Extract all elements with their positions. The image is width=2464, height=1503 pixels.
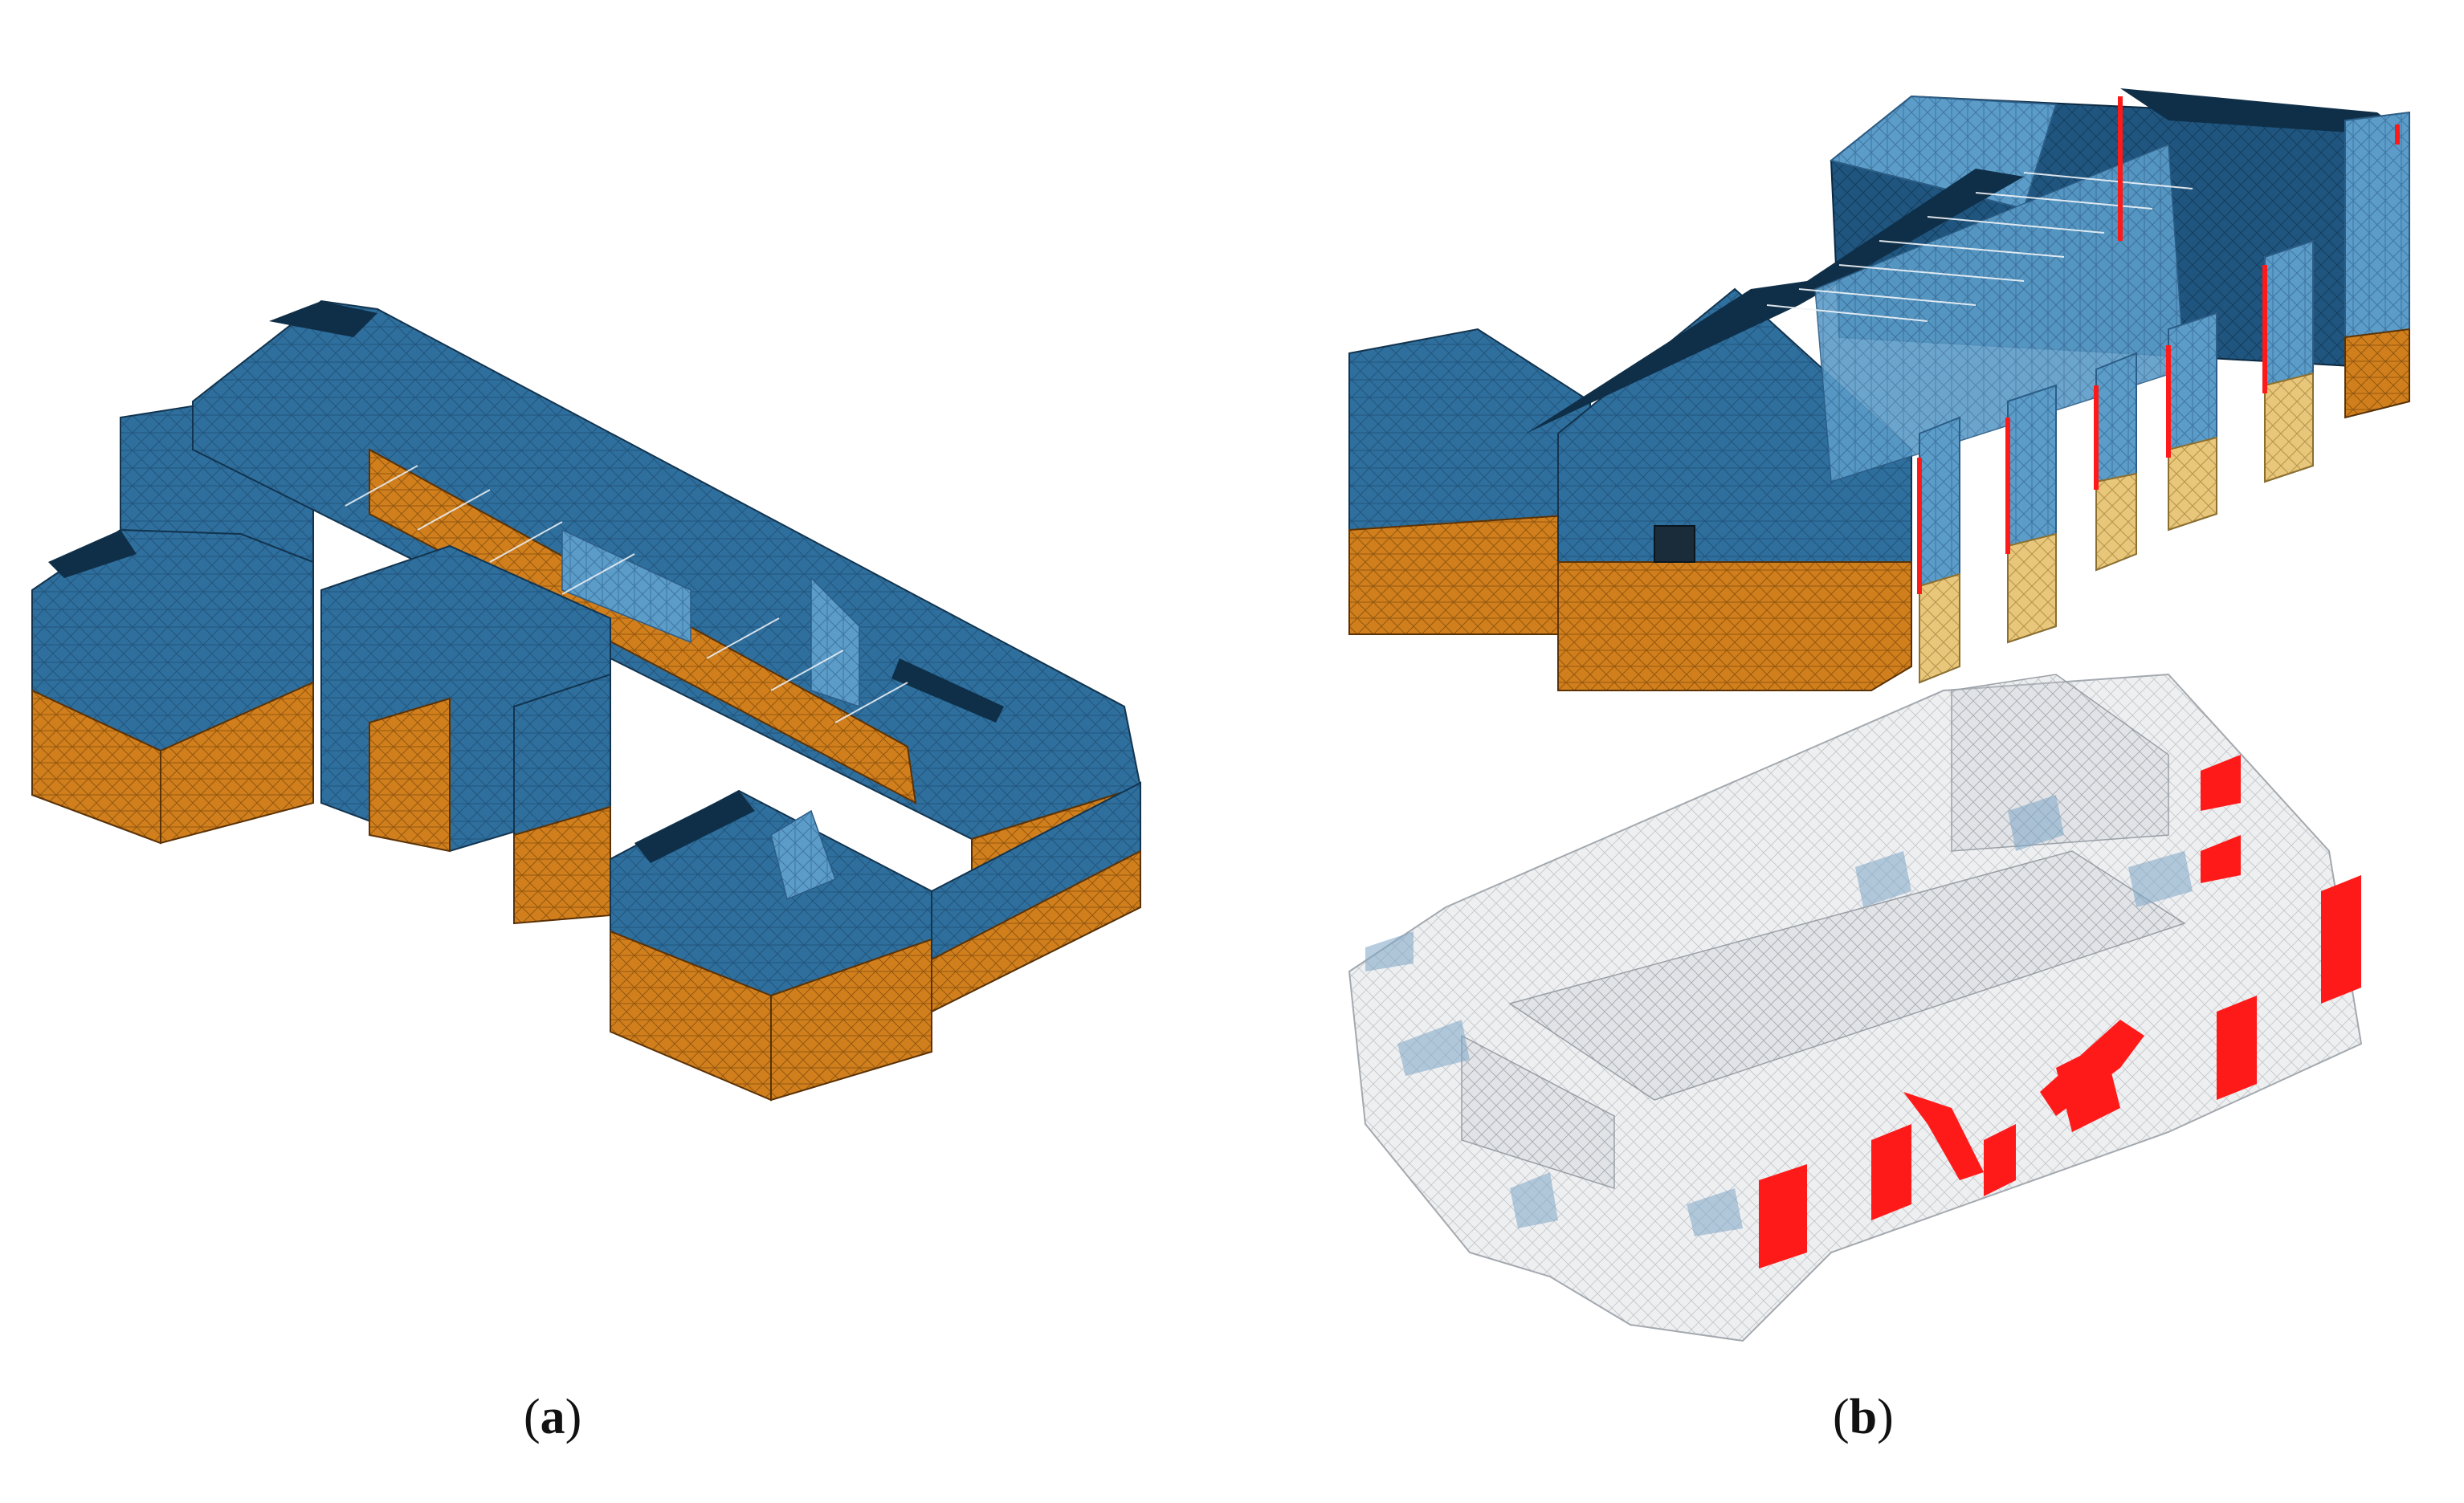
caption-close-paren: )	[1877, 1390, 1894, 1444]
panel-b-ghost-highlights	[1365, 795, 2193, 1236]
panel-b-buttresses	[1919, 111, 2410, 684]
panel-a-roof-edge	[269, 301, 377, 337]
panel-a-center-section	[320, 544, 611, 925]
panel-a-roof-edge	[634, 791, 755, 863]
panel-b-cutaway-model	[1348, 88, 2410, 691]
panel-a-left-wing	[31, 404, 314, 845]
panel-b-ghost-model	[1348, 673, 2363, 1342]
panel-a-mesh-model	[31, 299, 1142, 1102]
panel-a-caption: (a)	[524, 1389, 581, 1446]
panel-a-right-wing	[610, 781, 1141, 1102]
panel-a-roof-edge	[891, 658, 1004, 723]
caption-letter: a	[540, 1390, 565, 1444]
panel-b-tie-rods	[1766, 172, 2193, 322]
panel-b-caption: (b)	[1833, 1389, 1894, 1446]
panel-a-roof-edge	[48, 530, 137, 578]
caption-open-paren: (	[1833, 1390, 1850, 1444]
panel-a-tie-rods	[345, 465, 908, 723]
caption-open-paren: (	[524, 1390, 541, 1444]
panel-b-roof-ridge	[1526, 169, 2024, 434]
caption-letter: b	[1849, 1390, 1878, 1444]
caption-close-paren: )	[565, 1390, 582, 1444]
panel-b-red-cut-edges	[1917, 96, 2400, 594]
panel-b-red-elements	[1759, 755, 2361, 1269]
